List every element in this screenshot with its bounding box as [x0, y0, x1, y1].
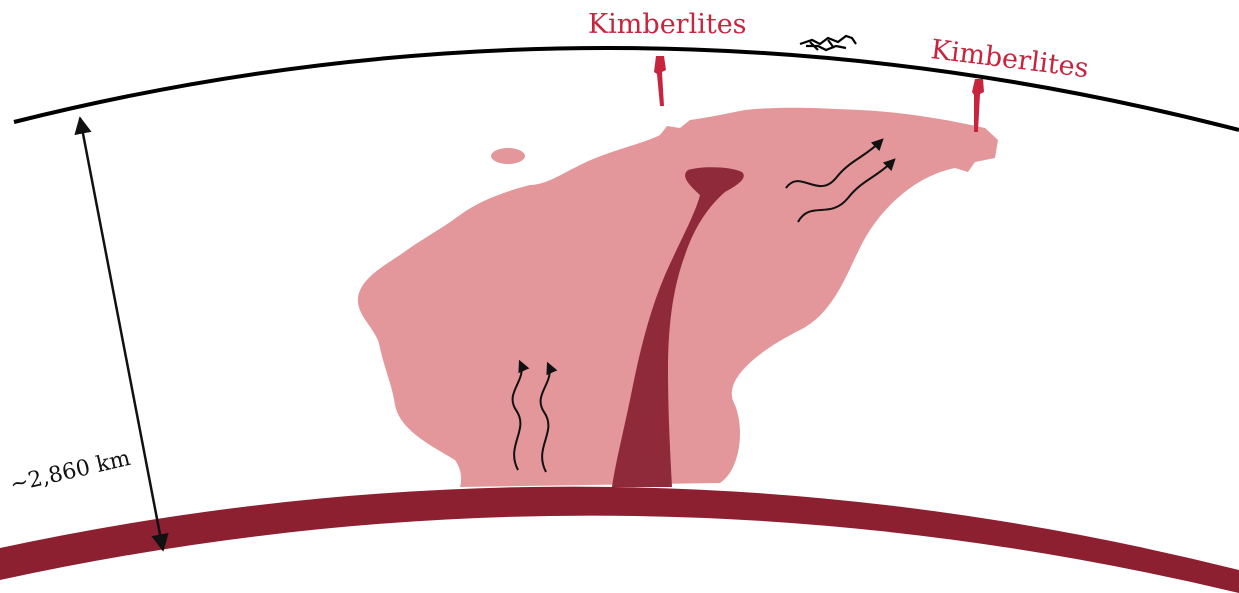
- continent-outline-icon: [800, 36, 856, 50]
- depth-label: ~2,860 km: [8, 446, 133, 498]
- kimberlites-label-right: Kimberlites: [929, 34, 1090, 84]
- kimberlites-label-left: Kimberlites: [588, 9, 747, 40]
- kimberlite-pipe-icon: [972, 79, 984, 132]
- core-mantle-boundary-layer: [0, 487, 1239, 593]
- mantle-plume-pile: [358, 108, 998, 487]
- plume-fragment: [491, 148, 525, 164]
- depth-arrow: [80, 118, 163, 550]
- kimberlite-pipe-icon: [654, 56, 666, 106]
